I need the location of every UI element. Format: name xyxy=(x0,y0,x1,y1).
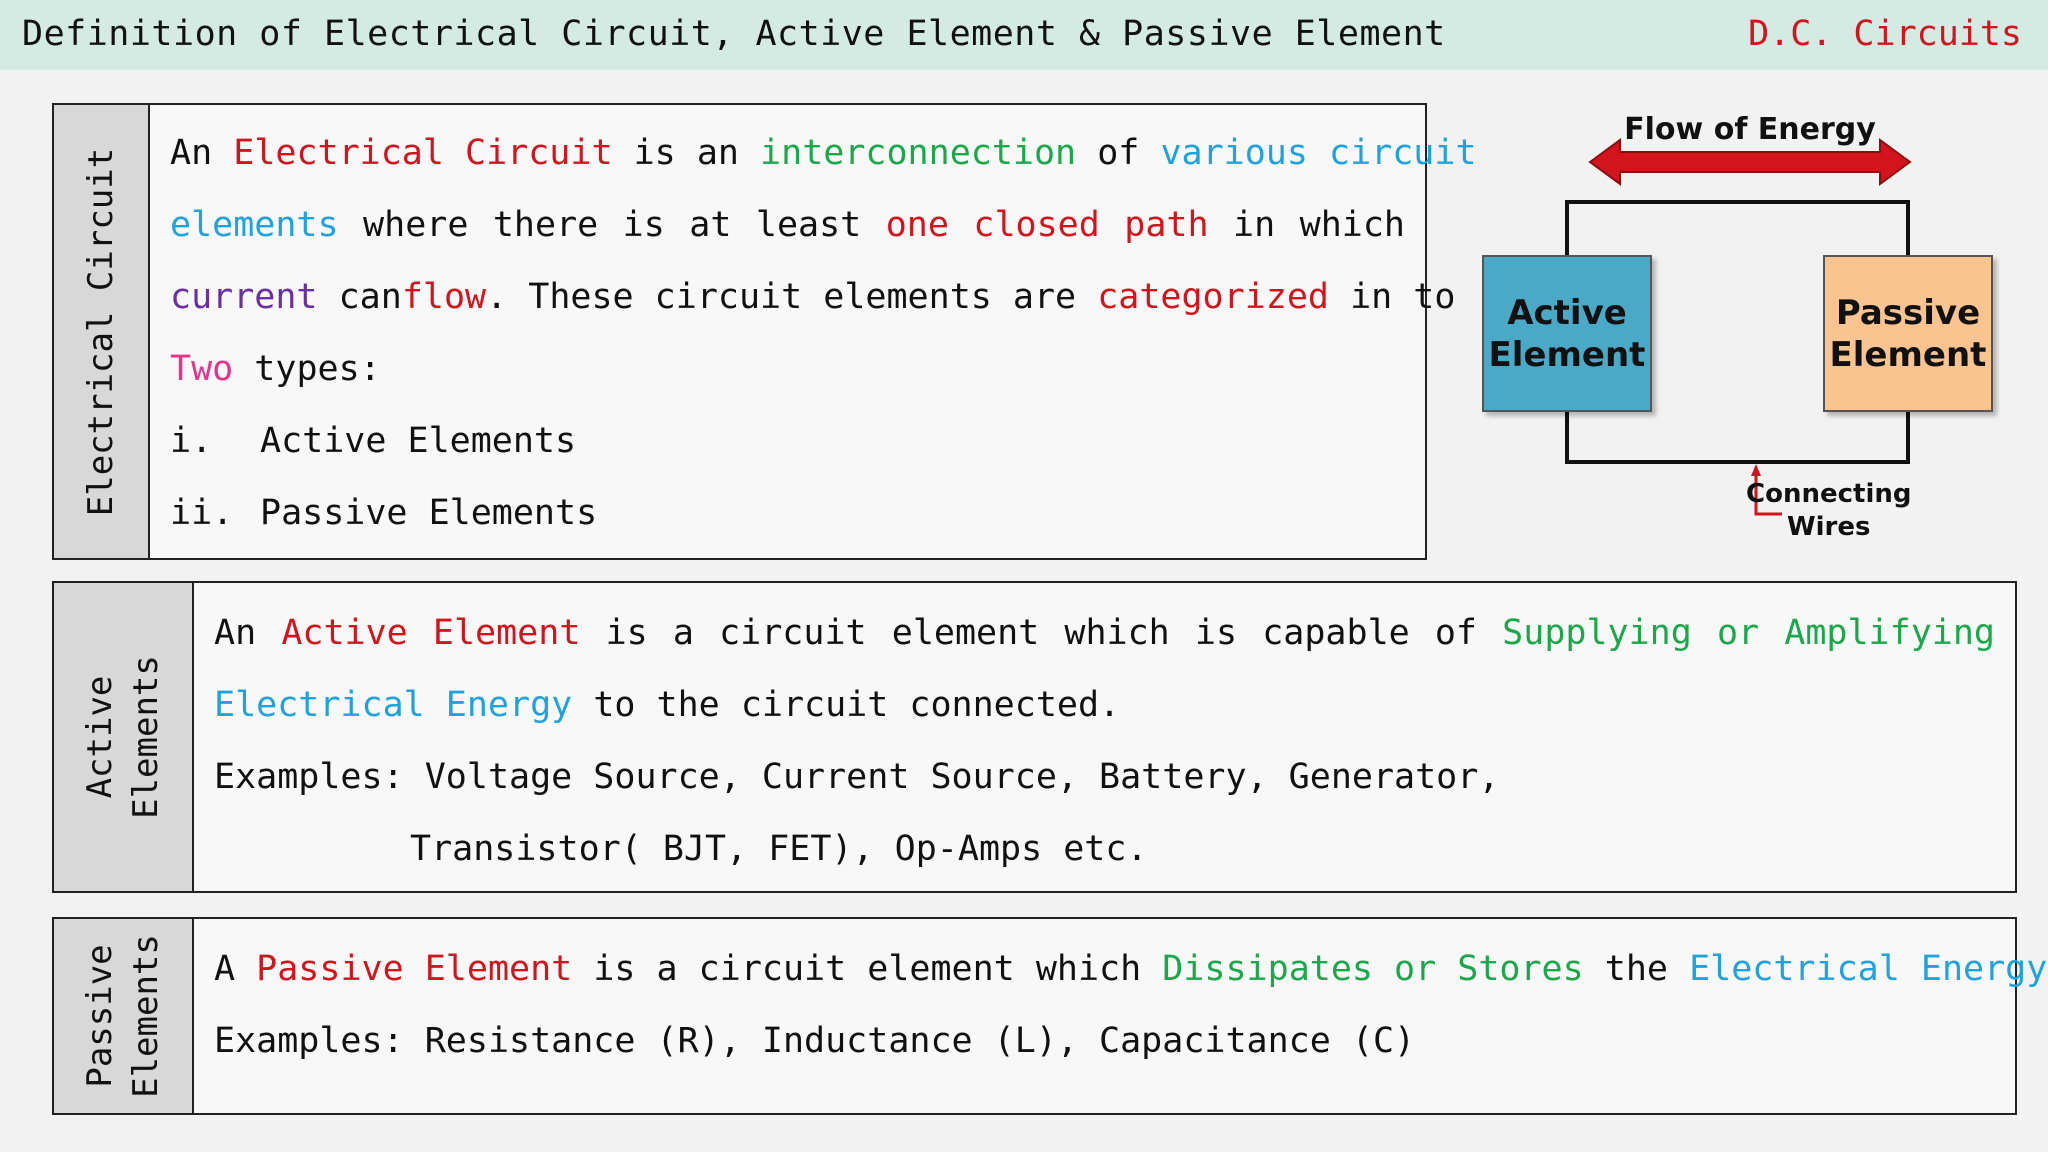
text-span: . These circuit elements are xyxy=(486,277,1077,317)
header-bar: Definition of Electrical Circuit, Active… xyxy=(0,0,2048,70)
examples-label: Examples: xyxy=(214,1021,404,1061)
list-text: Passive Elements xyxy=(260,493,598,533)
bottom-wire xyxy=(1565,412,1910,464)
term-various-circuit: various circuit xyxy=(1160,133,1477,173)
diagram-graphics xyxy=(1565,138,1912,516)
text-span: An xyxy=(170,133,213,173)
term-active-element: Active Element xyxy=(281,613,581,653)
active-examples-line-1: Examples: Voltage Source, Current Source… xyxy=(214,757,1499,797)
text-span: in which xyxy=(1233,205,1406,245)
examples-label: Examples: xyxy=(214,757,404,797)
definition-line-4: Two types: xyxy=(170,349,381,389)
passive-definition-line-1: A Passive Element is a circuit element w… xyxy=(214,949,2048,989)
term-one-closed-path: one closed path xyxy=(885,205,1209,245)
passive-box-line-1: Passive xyxy=(1835,292,1981,333)
definition-line-1: An Electrical Circuit is an interconnect… xyxy=(170,133,1477,173)
wire-pointer-arrowhead-icon xyxy=(1751,464,1761,476)
passive-examples-line: Examples: Resistance (R), Inductance (L)… xyxy=(214,1021,1415,1061)
examples-text: Resistance (R), Inductance (L), Capacita… xyxy=(424,1021,1416,1061)
term-two: Two xyxy=(170,349,234,389)
flow-arrow-icon xyxy=(1588,138,1912,186)
text-span: is an xyxy=(633,133,739,173)
text-span: An xyxy=(214,613,257,653)
wire-label-line-1: Connecting xyxy=(1746,479,1912,509)
subject-label: D.C. Circuits xyxy=(1748,14,2022,54)
examples-text: Voltage Source, Current Source, Battery,… xyxy=(424,757,1500,797)
flow-of-energy-label: Flow of Energy xyxy=(1624,112,1876,147)
text-span: can xyxy=(338,277,402,317)
list-marker: ii. xyxy=(170,493,234,533)
term-interconnection: interconnection xyxy=(760,133,1077,173)
definition-line-3: current canflow. These circuit elements … xyxy=(170,277,1455,317)
examples-text: Transistor( BJT, FET), Op-Amps etc. xyxy=(410,829,1148,869)
term-flow: flow xyxy=(401,277,487,317)
term-supplying-or-amplifying: Supplying or Amplifying xyxy=(1502,613,1995,653)
active-definition-line-1: An Active Element is a circuit element w… xyxy=(214,613,1995,653)
active-elements-definition: An Active Element is a circuit element w… xyxy=(194,583,2015,891)
wire-label-line-2: Wires xyxy=(1786,512,1871,542)
text-span: is a circuit element which is capable of xyxy=(605,613,1478,653)
term-dissipates-or-stores: Dissipates or Stores xyxy=(1162,949,1584,989)
list-item-passive: ii. Passive Elements xyxy=(170,493,597,533)
active-examples-line-2: Transistor( BJT, FET), Op-Amps etc. xyxy=(410,829,1148,869)
text-span: A xyxy=(214,949,236,989)
term-passive-element: Passive Element xyxy=(256,949,573,989)
electrical-circuit-panel: Electrical Circuit An Electrical Circuit… xyxy=(52,103,1477,560)
electrical-circuit-definition: An Electrical Circuit is an interconnect… xyxy=(150,105,1477,558)
top-wire xyxy=(1565,200,1910,255)
definition-line-2: elements where there is at least one clo… xyxy=(170,205,1405,245)
heading-line-2: Elements xyxy=(126,655,166,819)
text-span: where there is at least xyxy=(363,205,862,245)
electrical-circuit-heading: Electrical Circuit xyxy=(81,147,121,516)
heading-line-1: Active xyxy=(80,675,120,799)
term-current: current xyxy=(170,277,318,317)
term-electrical-circuit: Electrical Circuit xyxy=(233,133,613,173)
wire-pointer xyxy=(1754,467,1782,516)
electrical-circuit-side-label: Electrical Circuit xyxy=(54,105,150,558)
list-text: Active Elements xyxy=(260,421,577,461)
passive-elements-definition: A Passive Element is a circuit element w… xyxy=(194,919,2048,1113)
text-span: is a circuit element which xyxy=(593,949,1142,989)
term-categorized: categorized xyxy=(1097,277,1329,317)
text-span: of xyxy=(1097,133,1140,173)
heading-line-2: Elements xyxy=(126,934,166,1098)
term-electrical-energy: Electrical Energy xyxy=(214,685,573,725)
passive-box-line-2: Element xyxy=(1829,334,1987,375)
list-marker: i. xyxy=(170,421,213,461)
active-definition-line-2: Electrical Energy to the circuit connect… xyxy=(214,685,1120,725)
active-box-line-1: Active xyxy=(1507,292,1627,333)
term-electrical-energy: Electrical Energy. xyxy=(1689,949,2048,989)
heading-line-1: Passive xyxy=(80,944,120,1088)
text-span: the xyxy=(1604,949,1668,989)
text-span: in to xyxy=(1350,277,1456,317)
term-elements: elements xyxy=(170,205,339,245)
text-span: to the circuit connected. xyxy=(593,685,1121,725)
list-item-active: i. Active Elements xyxy=(170,421,576,461)
text-span: types: xyxy=(254,349,381,389)
active-box-line-2: Element xyxy=(1488,334,1646,375)
page-title: Definition of Electrical Circuit, Active… xyxy=(22,14,1446,54)
